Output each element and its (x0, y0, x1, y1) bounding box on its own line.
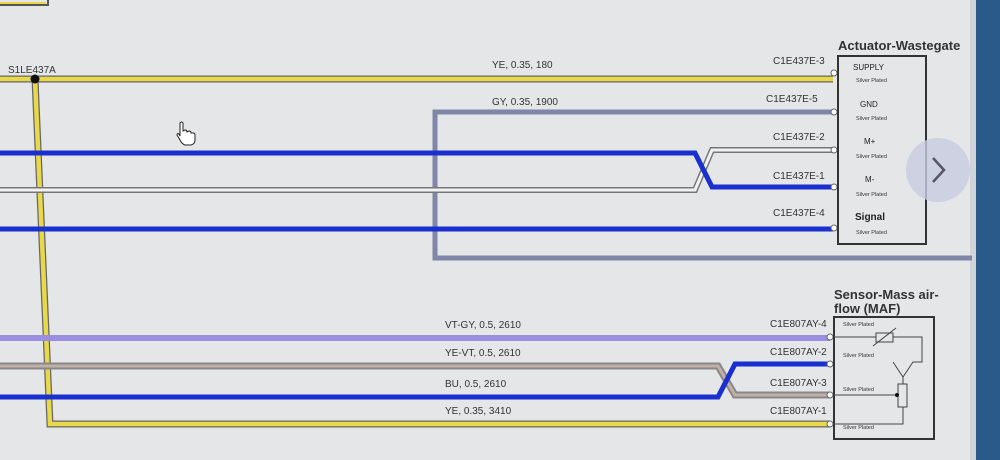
connector-label: C1E437E-2 (773, 132, 825, 143)
splice-node (30, 74, 40, 84)
next-page-button[interactable] (906, 138, 970, 202)
connector-pins (826, 69, 838, 428)
maf-title: flow (MAF) (834, 301, 900, 316)
connector-label: C1E807AY-4 (770, 319, 827, 330)
connector-label: C1E437E-1 (773, 171, 825, 182)
hand-cursor-icon (176, 121, 196, 146)
maf-box[interactable] (833, 316, 935, 440)
connector-label: C1E437E-5 (766, 94, 818, 105)
pin-plating: Silver Plated (843, 322, 874, 328)
pin-plating: Silver Plated (856, 230, 887, 236)
connector-label: C1E437E-4 (773, 208, 825, 219)
pin-plating: Silver Plated (856, 78, 887, 84)
connector-label: C1E807AY-3 (770, 378, 827, 389)
pin-plating: Silver Plated (856, 192, 887, 198)
pin-name: M- (865, 175, 875, 184)
pin-name: GND (860, 100, 878, 109)
wire-label: YE, 0.35, 180 (492, 60, 553, 71)
actuator-title: Actuator-Wastegate (838, 38, 960, 53)
pin-plating: Silver Plated (856, 154, 887, 160)
wire-label: BU, 0.5, 2610 (445, 379, 507, 390)
wire-label: YE, 0.35, 3410 (445, 406, 512, 417)
pin-plating: Silver Plated (843, 353, 874, 359)
pin-plating: Silver Plated (856, 116, 887, 122)
variable-resistor-icon (875, 332, 894, 343)
wire-bu[interactable] (0, 361, 830, 400)
potentiometer-icon (897, 383, 908, 408)
connector-label: C1E807AY-1 (770, 406, 827, 417)
chevron-right-icon (932, 157, 946, 183)
wire-label: GY, 0.35, 1900 (492, 97, 558, 108)
splice-label: S1LE437A (8, 65, 56, 76)
pin-name: M+ (864, 137, 876, 146)
pin-plating: Silver Plated (843, 387, 874, 393)
wire-label: VT-GY, 0.5, 2610 (445, 320, 521, 331)
screen-edge (975, 0, 1000, 460)
wire-ye-supply[interactable] (0, 74, 833, 428)
wire-m-minus[interactable] (0, 150, 833, 190)
maf-circuit (834, 327, 923, 425)
connector-label: C1E807AY-2 (770, 347, 827, 358)
pin-name: Signal (855, 212, 885, 223)
pin-plating: Silver Plated (843, 425, 874, 431)
wire-ye-vt[interactable] (0, 362, 830, 399)
wire-gy-ground[interactable] (432, 109, 972, 261)
maf-title: Sensor-Mass air- (834, 287, 939, 302)
wire-label: YE-VT, 0.5, 2610 (445, 348, 521, 359)
pin-name: SUPPLY (853, 63, 885, 72)
connector-label: C1E437E-3 (773, 56, 825, 67)
